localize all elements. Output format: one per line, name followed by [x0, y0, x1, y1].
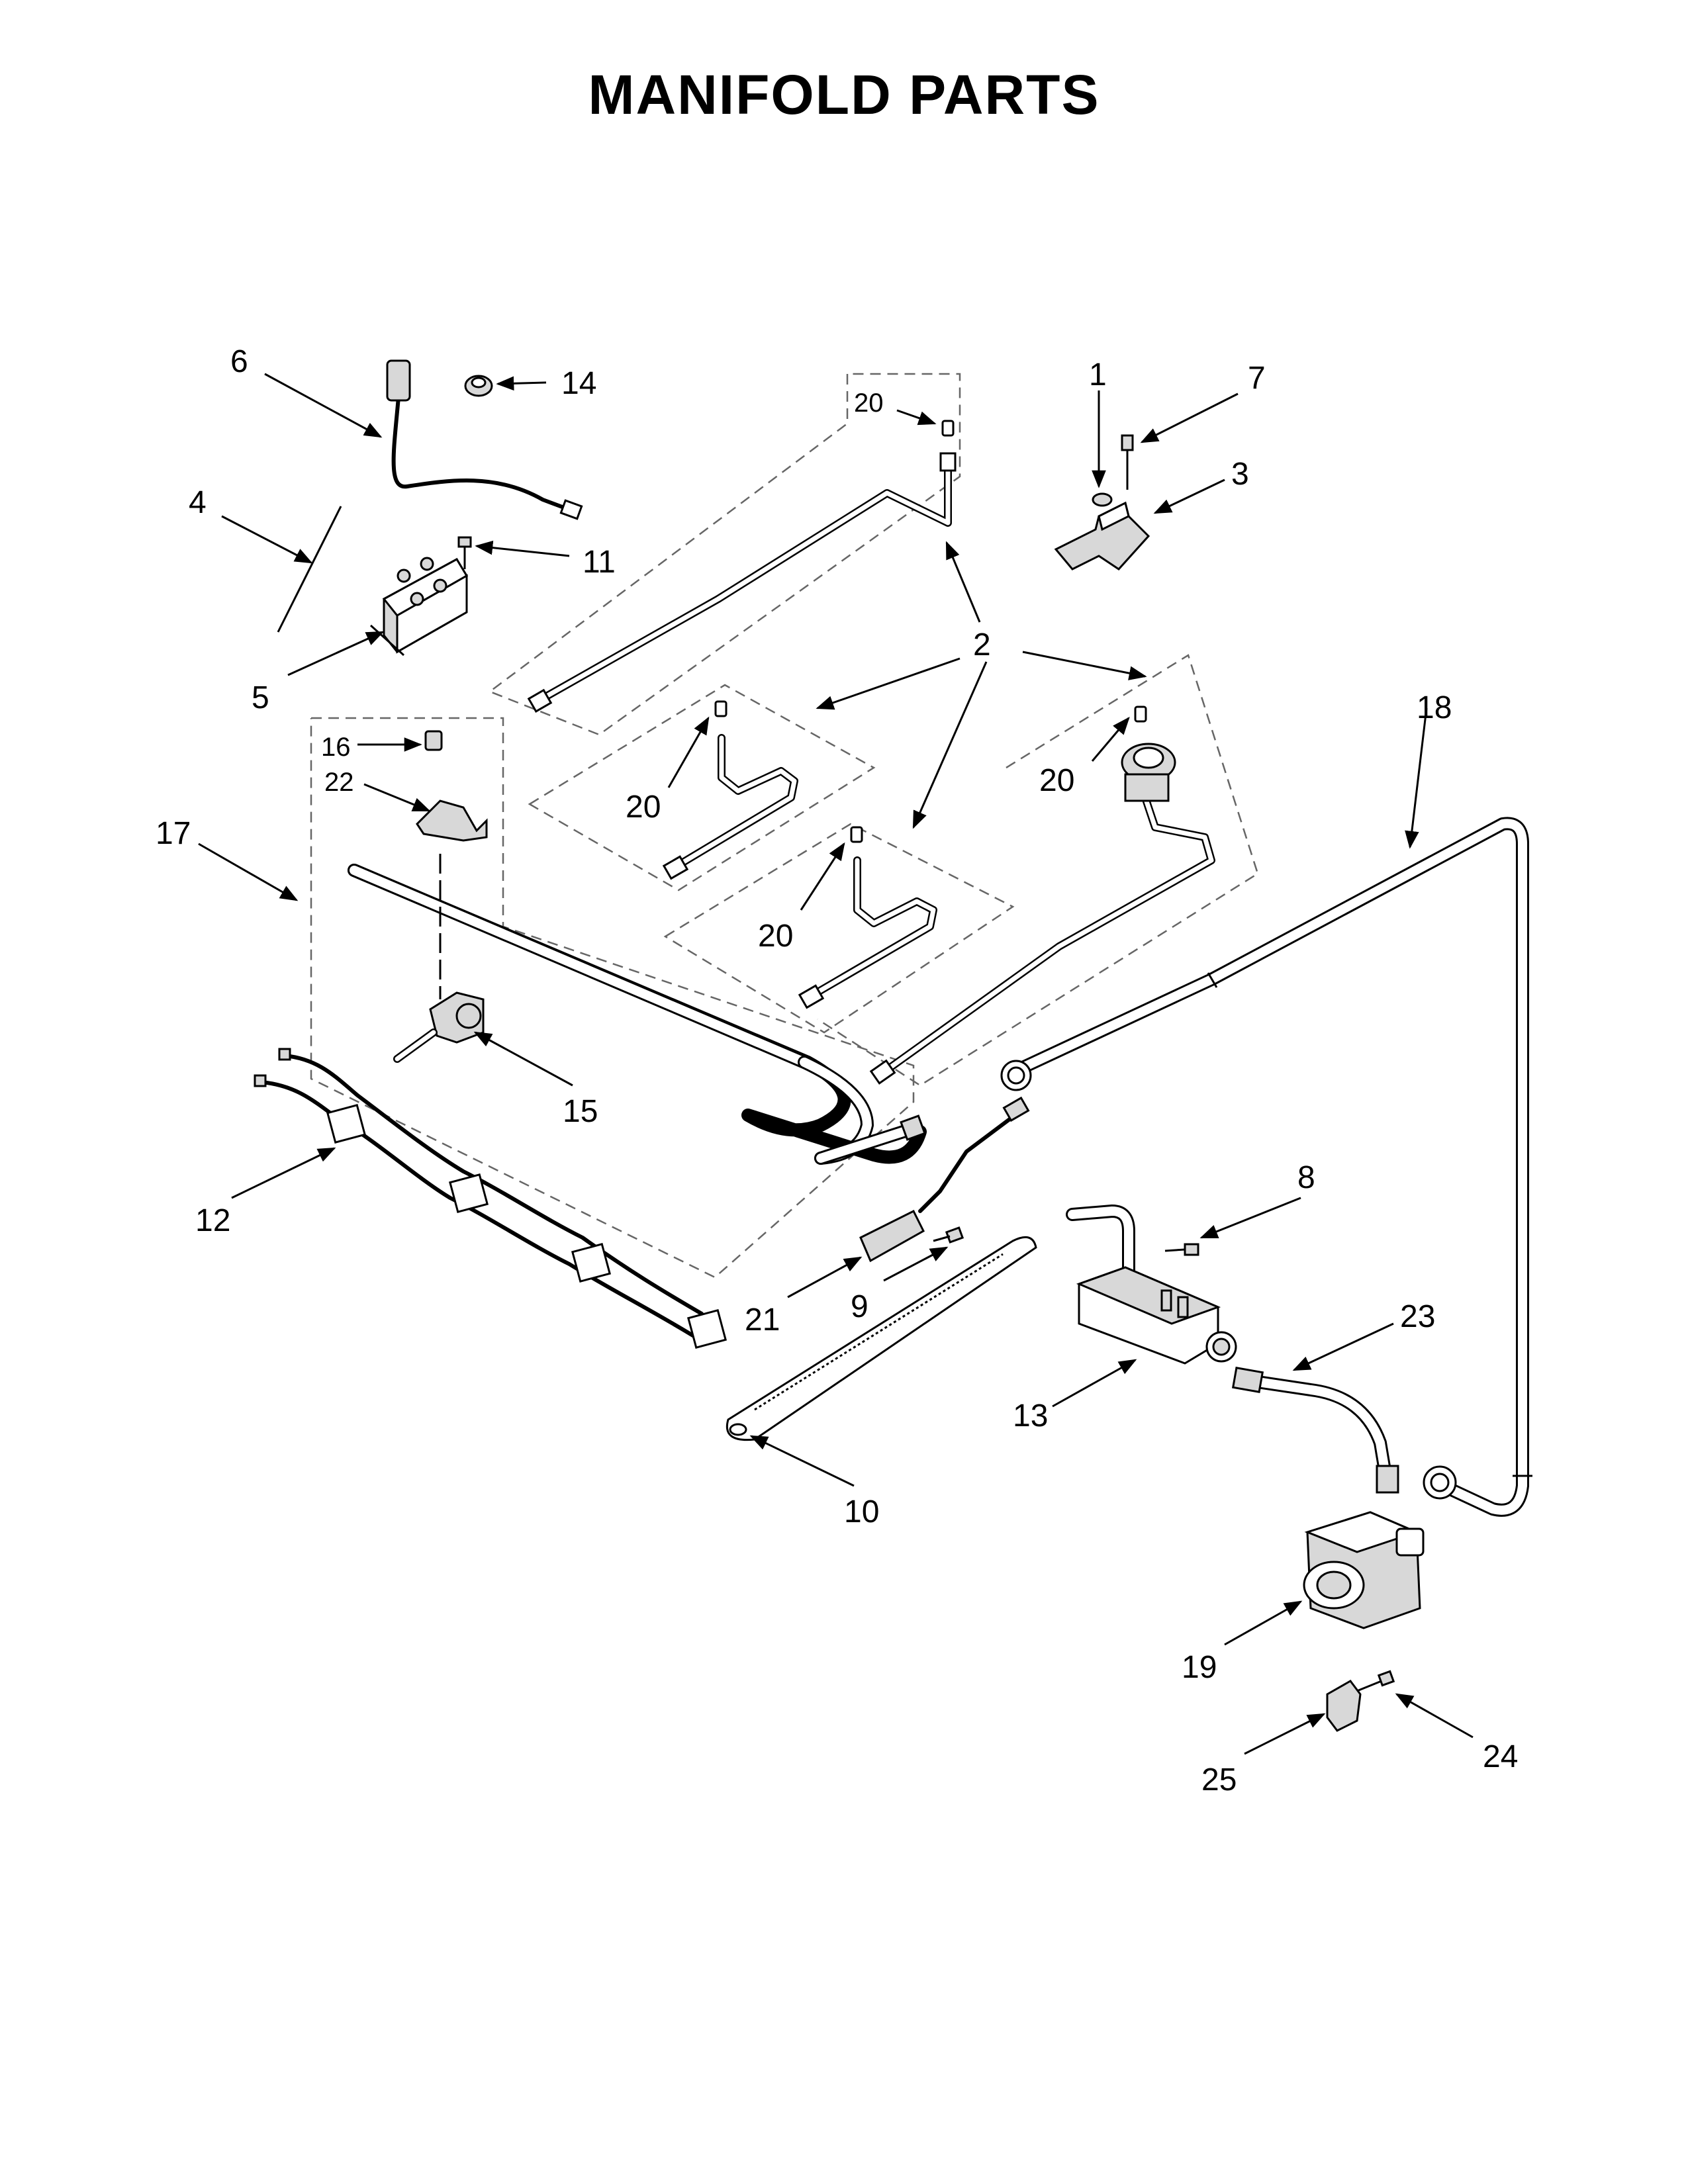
burner-tube-left [662, 700, 798, 880]
screw-8 [1164, 1243, 1199, 1256]
callout-20-top: 20 [854, 388, 884, 418]
callout-7: 7 [1248, 361, 1266, 396]
valve-assembly [393, 730, 488, 1063]
callout-11: 11 [583, 545, 616, 580]
callout-15: 15 [563, 1094, 598, 1129]
callout-3: 3 [1231, 457, 1249, 492]
part-4-line [277, 506, 342, 633]
callout-24: 24 [1483, 1739, 1518, 1774]
callout-17: 17 [156, 816, 191, 851]
callout-5: 5 [252, 680, 269, 715]
callout-1: 1 [1089, 357, 1107, 392]
callout-16: 16 [321, 733, 351, 762]
callout-19: 19 [1182, 1650, 1217, 1685]
callout-10: 10 [844, 1494, 879, 1529]
page-title: MANIFOLD PARTS [588, 64, 1100, 126]
callout-4: 4 [189, 485, 207, 520]
regulator-clip [1326, 1680, 1362, 1732]
callout-9: 9 [851, 1289, 868, 1324]
burner-tube-upper [527, 420, 957, 713]
mounting-bracket [1054, 434, 1150, 570]
burner-tube-center [798, 826, 937, 1009]
flex-connector [1231, 1367, 1399, 1494]
callout-25: 25 [1201, 1762, 1237, 1797]
callout-21: 21 [745, 1302, 780, 1338]
callout-13: 13 [1013, 1398, 1048, 1433]
spark-module [369, 557, 469, 657]
screw-9 [933, 1226, 964, 1244]
wire-harness-21 [859, 1096, 1030, 1263]
callout-14: 14 [561, 366, 596, 401]
callout-20-right: 20 [1039, 763, 1074, 798]
callout-6: 6 [230, 344, 248, 379]
ignition-harness [254, 1048, 727, 1349]
ignitor-wire [386, 359, 583, 520]
callout-labels: 6 14 4 11 5 1 7 3 20 2 20 20 20 18 16 22… [156, 344, 1518, 1797]
gas-supply-pipe [1000, 817, 1532, 1517]
callout-12: 12 [195, 1203, 230, 1238]
orifice-holder [1066, 1205, 1237, 1365]
bake-burner [726, 1236, 1037, 1441]
callout-8: 8 [1297, 1160, 1315, 1195]
screw-11 [457, 536, 472, 569]
screw-24 [1356, 1670, 1395, 1692]
leader-arrows [198, 373, 1474, 1755]
callout-18: 18 [1417, 690, 1452, 725]
burner-tube-right [869, 705, 1215, 1085]
callout-2: 2 [973, 627, 991, 662]
pressure-regulator [1303, 1511, 1425, 1629]
callout-22: 22 [324, 768, 354, 797]
callout-20-left: 20 [626, 790, 661, 825]
callout-20-center: 20 [758, 919, 793, 954]
grommet [464, 375, 493, 397]
callout-23: 23 [1400, 1299, 1435, 1334]
manifold-pipe [348, 864, 927, 1165]
